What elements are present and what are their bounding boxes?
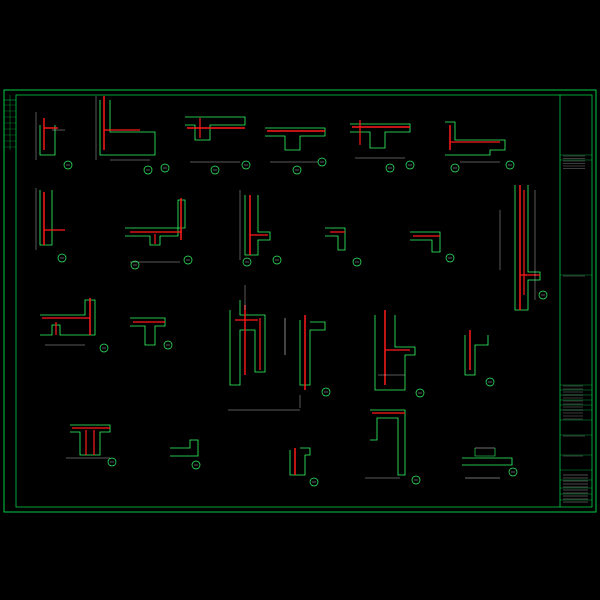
section-label-bubble [352, 257, 362, 267]
section-label-bubble [163, 340, 173, 350]
section-outline [325, 227, 346, 251]
section-label-bubble [191, 460, 201, 470]
section-label-bubble [321, 387, 331, 397]
section-outline [70, 424, 111, 456]
section-label-bubble [309, 477, 319, 487]
section-label-bubble [508, 467, 518, 477]
section-outline [289, 447, 311, 476]
section-outline [514, 185, 541, 311]
section-label-bubble [317, 157, 327, 167]
title-block [559, 95, 592, 507]
section-label-bubble [485, 377, 495, 387]
section-label-bubble [411, 475, 421, 485]
section-label-bubble [292, 165, 302, 175]
section-label-bubble [415, 388, 425, 398]
section-outline [299, 320, 326, 386]
section-label-bubble [63, 160, 73, 170]
section-outline [39, 190, 53, 246]
section-label-bubble [405, 160, 415, 170]
section-label-bubble [445, 253, 455, 263]
section-outline [445, 121, 506, 156]
section-label-bubble [130, 260, 140, 270]
section-outline [350, 123, 411, 149]
section-outline [40, 299, 96, 336]
section-label-bubble [272, 255, 282, 265]
section-outline [229, 300, 266, 386]
section-label-bubble [242, 257, 252, 267]
section-outline [462, 457, 513, 466]
section-outline [125, 199, 186, 246]
section-outline [410, 231, 441, 253]
section-outline [99, 100, 156, 156]
section-label-bubble [450, 163, 460, 173]
section-label-bubble [160, 163, 170, 173]
section-label-bubble [505, 160, 515, 170]
section-outline [370, 409, 406, 476]
section-outline [244, 195, 271, 256]
inner-border [15, 94, 593, 508]
outer-border [3, 89, 597, 513]
section-label-bubble [107, 457, 117, 467]
section-details [35, 96, 548, 487]
section-outline [374, 315, 416, 391]
section-label-bubble [538, 290, 548, 300]
section-outline [170, 439, 199, 457]
section-label-bubble [241, 160, 251, 170]
section-label-bubble [99, 343, 109, 353]
section-label-bubble [183, 255, 193, 265]
section-label-bubble [385, 163, 395, 173]
section-outline [130, 317, 166, 346]
section-outline [474, 448, 496, 457]
section-label-bubble [210, 165, 220, 175]
drawing-frame [3, 89, 597, 513]
section-outline [39, 125, 56, 156]
section-label-bubble [57, 253, 67, 263]
section-outline [265, 127, 326, 151]
section-label-bubble [143, 165, 153, 175]
section-outline [464, 335, 489, 376]
